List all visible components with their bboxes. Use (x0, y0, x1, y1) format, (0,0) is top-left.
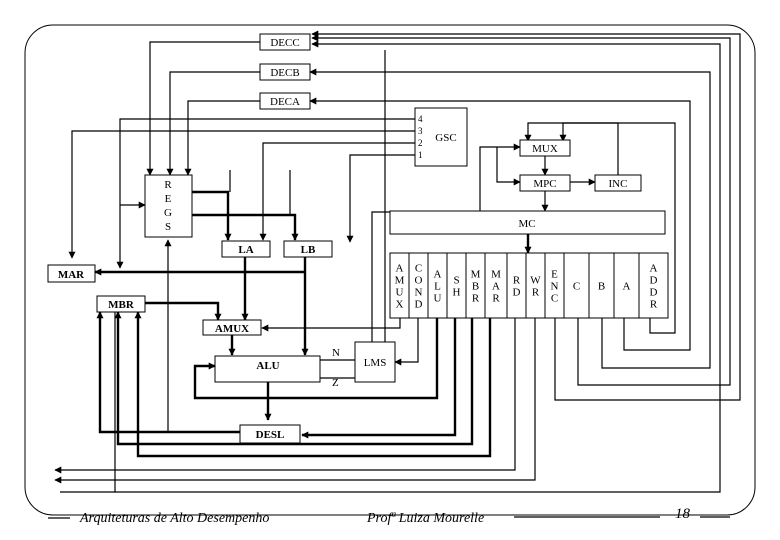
mir-field-letter: M (491, 269, 501, 281)
block-lb: LB (283, 240, 333, 258)
gsc-input-label: 3 (418, 126, 423, 136)
block-deca: DECA (259, 92, 311, 110)
inc-label: INC (609, 178, 628, 190)
block-la: LA (221, 240, 271, 258)
mir-field-letter: D (650, 287, 658, 299)
block-inc: INC (594, 174, 642, 192)
wires (54, 30, 741, 493)
regs-letter: R (164, 179, 172, 191)
block-desl: DESL (239, 424, 301, 444)
mir-field-letter: C (551, 293, 558, 305)
signal-z-label: Z (332, 377, 339, 389)
mir-field-letter: D (650, 275, 658, 287)
deca-label: DECA (270, 96, 300, 108)
mir-field-letter: E (551, 269, 558, 281)
mir-field-letter: R (532, 287, 540, 299)
decc-label: DECC (270, 37, 299, 49)
mir-field-letter: D (513, 287, 521, 299)
mir-field-letter: U (396, 287, 404, 299)
page-number: 18 (675, 506, 691, 522)
alu-label: ALU (256, 360, 279, 372)
mux-label: MUX (532, 143, 558, 155)
mir-field: SH (446, 252, 467, 319)
mir-field-letter: H (453, 287, 461, 299)
lms-label: LMS (364, 357, 387, 369)
mir-field-letter: A (623, 281, 631, 293)
block-lms: LMS (354, 341, 396, 383)
mir-field-letter: A (650, 263, 658, 275)
mir-field: ENC (544, 252, 565, 319)
block-decc: DECC (259, 33, 311, 51)
mir-field-letter: A (396, 263, 404, 275)
mir-field-cell (638, 252, 669, 319)
mir-field: C (563, 252, 590, 319)
desl-label: DESL (256, 429, 285, 441)
block-mc: MC (389, 210, 666, 235)
footer-course-title: Arquiteturas de Alto Desempenho (79, 511, 269, 526)
block-alu: ALU (214, 355, 321, 383)
footer-author: Profª Luiza Mourelle (366, 511, 484, 526)
block-amux: AMUX (202, 319, 262, 336)
mir-field-letter: B (472, 281, 479, 293)
block-mbr: MBR (96, 295, 146, 313)
slide-footer: Arquiteturas de Alto Desempenho Profª Lu… (48, 506, 730, 526)
mir-field: WR (525, 252, 546, 319)
mir-field-letter: W (530, 275, 541, 287)
regs-letter: S (165, 221, 171, 233)
mir-field-letter: N (551, 281, 559, 293)
block-decb: DECB (259, 63, 311, 81)
mar-label: MAR (58, 269, 85, 281)
slide-frame (24, 24, 756, 516)
block-mar: MAR (47, 264, 96, 283)
mir-field: A (613, 252, 640, 319)
mir-field-letter: A (492, 281, 500, 293)
mir-field-letter: U (434, 293, 442, 305)
mir-field-letter: D (415, 299, 423, 311)
mir-field-letter: S (453, 275, 459, 287)
decb-label: DECB (270, 67, 299, 79)
mir-field: AMUX (389, 252, 410, 319)
mc-label: MC (518, 218, 535, 230)
block-regs: R E G S (144, 174, 193, 238)
mpc-label: MPC (533, 178, 556, 190)
mir-field-cell (563, 252, 590, 319)
mir-field-letter: R (650, 299, 658, 311)
gsc-input-label: 1 (418, 150, 423, 160)
mir-field-letter: R (472, 293, 480, 305)
mir-field-letter: O (415, 275, 423, 287)
mir-field-letter: C (415, 263, 422, 275)
mir-field-letter: M (395, 275, 405, 287)
mir-field: MBR (465, 252, 486, 319)
mir-field-letter: R (513, 275, 521, 287)
mir-field: RD (506, 252, 527, 319)
gsc-label: GSC (435, 132, 456, 144)
mir-field-letter: R (492, 293, 500, 305)
mir-field-letter: B (598, 281, 605, 293)
mir-field: MAR (484, 252, 508, 319)
mir-field-letter: X (396, 299, 404, 311)
la-label: LA (238, 244, 253, 256)
amux-label: AMUX (215, 323, 249, 335)
gsc-input-label: 2 (418, 138, 423, 148)
mir-field-letter: N (415, 287, 423, 299)
regs-letter: E (165, 193, 172, 205)
mir-field-letter: L (434, 281, 441, 293)
regs-letter: G (164, 207, 172, 219)
mir-field-letter: C (573, 281, 580, 293)
gsc-input-label: 4 (418, 114, 423, 124)
mbr-label: MBR (108, 299, 135, 311)
mir-field: ALU (427, 252, 448, 319)
lb-label: LB (301, 244, 316, 256)
block-gsc: 4 3 2 1 GSC (414, 107, 468, 167)
block-mpc: MPC (519, 174, 571, 192)
mir-field-letter: M (471, 269, 481, 281)
mir-field-letter: A (434, 269, 442, 281)
mir-field: B (588, 252, 615, 319)
signal-n-label: N (332, 347, 340, 359)
block-mux: MUX (519, 139, 571, 157)
